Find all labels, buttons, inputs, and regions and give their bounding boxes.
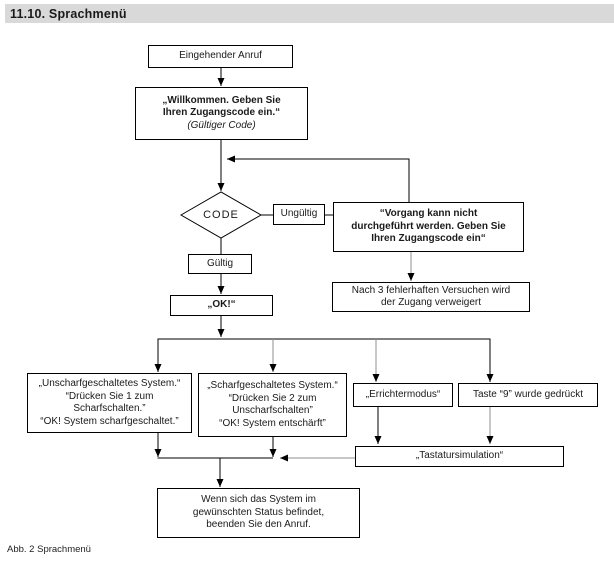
node-anruf-beenden: Wenn sich das System im gewünschten Stat…: [157, 488, 360, 538]
node-scharf-system: „Scharfgeschaltetes System.“ “Drücken Si…: [198, 373, 347, 437]
text-line: „Errichtermodus“: [365, 388, 441, 400]
text-line: der Zugang verweigert: [380, 297, 482, 308]
figure-caption: Abb. 2 Sprachmenü: [7, 544, 91, 555]
text-line: gewünschten Status befindet,: [192, 506, 325, 518]
node-zugang-verweigert: Nach 3 fehlerhaften Versuchen wird der Z…: [332, 282, 530, 312]
text-line: “Drücken Sie 2 zum: [228, 392, 317, 404]
edge-vorgang-retry-loop: [227, 155, 410, 202]
text-line: „Willkommen. Geben Sie: [162, 94, 281, 106]
node-unscharf-system: „Unscharfgeschaltetes System.“ “Drücken …: [27, 373, 192, 433]
node-tastatursimulation: „Tastatursimulation“: [355, 446, 564, 467]
section-title: 11.10. Sprachmenü: [10, 6, 127, 21]
text-line: „OK!“: [207, 299, 236, 311]
text-line: Gültig: [206, 257, 234, 269]
text-line: Ihren Zugangscode ein“: [371, 233, 486, 245]
text-line: Nach 3 fehlerhaften Versuchen wird: [351, 284, 511, 296]
decision-code-label: CODE: [181, 192, 261, 238]
text-line: beenden Sie den Anruf.: [206, 519, 311, 531]
text-line: “OK! System entschärft”: [219, 417, 326, 429]
node-eingehender-anruf: Eingehender Anruf: [148, 45, 293, 68]
section-title-bar: 11.10. Sprachmenü: [5, 4, 614, 23]
text-line: „Unscharfgeschaltetes System.“: [38, 378, 181, 389]
node-ok: „OK!“: [170, 295, 273, 316]
node-gueltig: Gültig: [188, 254, 252, 274]
text-line: „Tastatursimulation“: [415, 450, 504, 462]
node-willkommen: „Willkommen. Geben Sie Ihren Zugangscode…: [135, 87, 308, 140]
text-line: Scharfschalten.”: [73, 403, 146, 414]
text-line: „Scharfgeschaltetes System.“: [207, 380, 338, 391]
node-taste-9: Taste “9” wurde gedrückt: [458, 383, 598, 407]
decision-code-shape: [179, 191, 263, 239]
node-vorgang-fehlgeschlagen: “Vorgang kann nicht durchgeführt werden.…: [333, 202, 524, 252]
text-line: “Drücken Sie 1 zum: [65, 390, 154, 402]
text-line: CODE: [203, 209, 239, 221]
text-line-note: (Gültiger Code): [187, 119, 256, 131]
text-line: Eingehender Anruf: [179, 50, 262, 62]
text-line: durchgeführt werden. Geben Sie: [351, 220, 506, 232]
text-line: Ihren Zugangscode ein.“: [162, 107, 281, 119]
text-line: Unscharfschalten”: [232, 405, 313, 416]
text-line: “Vorgang kann nicht: [379, 208, 478, 220]
text-line: Wenn sich das System im: [201, 494, 316, 506]
node-ungueltig: Ungültig: [273, 204, 325, 225]
text-line: “OK! System scharfgeschaltet.”: [40, 415, 179, 427]
text-line: Taste “9” wurde gedrückt: [472, 388, 584, 400]
text-line: Ungültig: [280, 208, 318, 220]
node-errichtermodus: „Errichtermodus“: [353, 383, 453, 407]
